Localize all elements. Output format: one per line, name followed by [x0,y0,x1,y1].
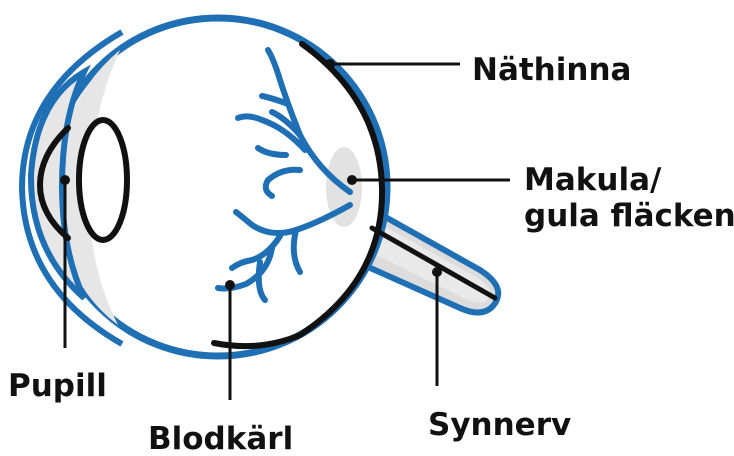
label-synnerv: Synnerv [428,407,571,443]
label-nathinna: Näthinna [472,52,631,88]
label-makula-line1: Makula/ [524,162,661,198]
blodkarl-dot [225,280,235,290]
label-makula: Makula/ gula fläcken [524,162,734,234]
label-blodkarl: Blodkärl [148,421,293,456]
nathinna-dot [325,59,335,69]
label-pupill: Pupill [8,368,107,404]
pupill-dot [60,175,70,185]
makula-dot [347,175,357,185]
synnerv-dot [432,267,442,277]
label-makula-line2: gula fläcken [524,198,734,234]
lens [79,120,127,240]
